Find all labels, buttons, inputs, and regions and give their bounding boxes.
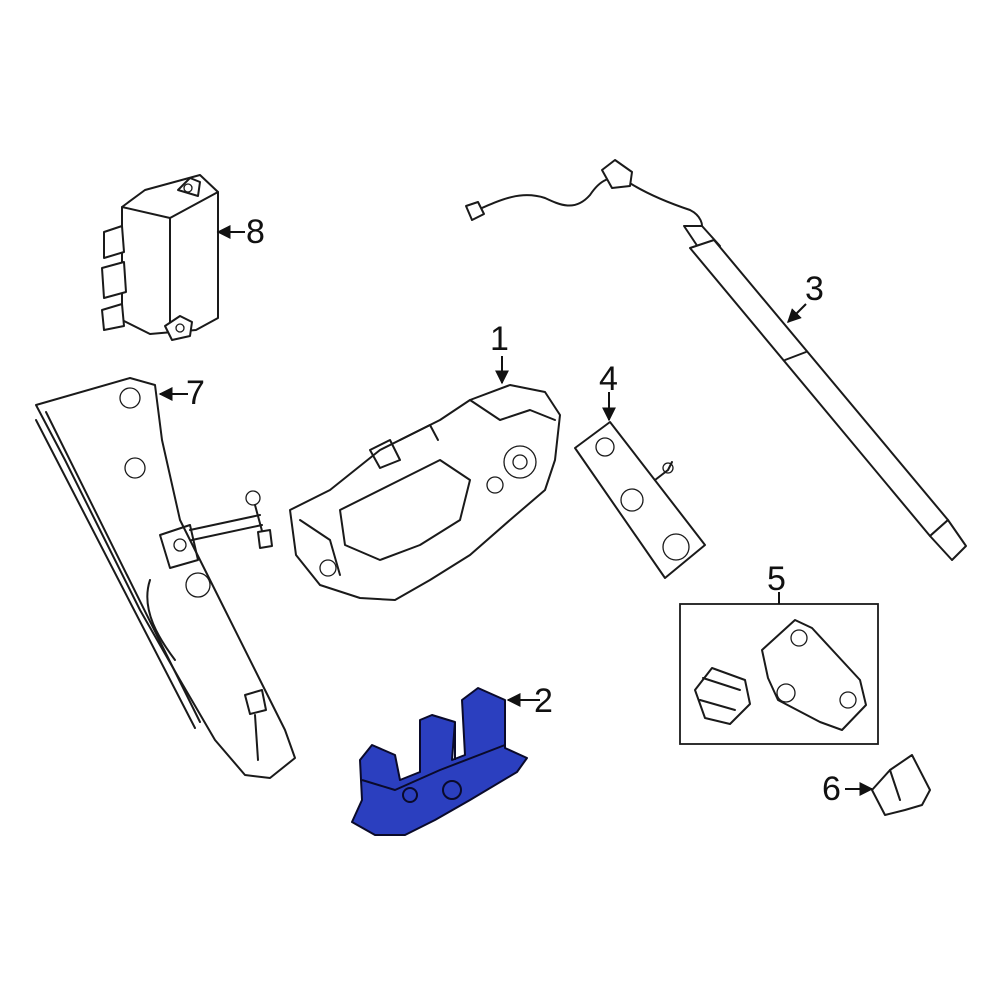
- callout-4-label: 4: [599, 360, 618, 398]
- leader-lines: [158, 225, 874, 796]
- callout-7-label: 7: [186, 374, 205, 412]
- part-7-trim-panel[interactable]: [35, 377, 296, 779]
- part-5-kit-box[interactable]: [679, 603, 879, 745]
- callout-2-label: 2: [534, 682, 553, 720]
- part-1-latch-actuator[interactable]: [289, 384, 561, 601]
- callout-3-label: 3: [805, 270, 824, 308]
- part-8-control-module[interactable]: [101, 174, 219, 341]
- part-2-highlighted-bracket[interactable]: [351, 687, 528, 836]
- callout-5-label: 5: [767, 560, 786, 598]
- part-4-bracket[interactable]: [574, 421, 706, 579]
- callout-6-label: 6: [822, 770, 841, 808]
- part-6-clip[interactable]: [871, 754, 931, 816]
- callout-1-label: 1: [490, 320, 509, 358]
- callout-8-label: 8: [246, 213, 265, 251]
- part-3-lift-strut[interactable]: [465, 159, 967, 561]
